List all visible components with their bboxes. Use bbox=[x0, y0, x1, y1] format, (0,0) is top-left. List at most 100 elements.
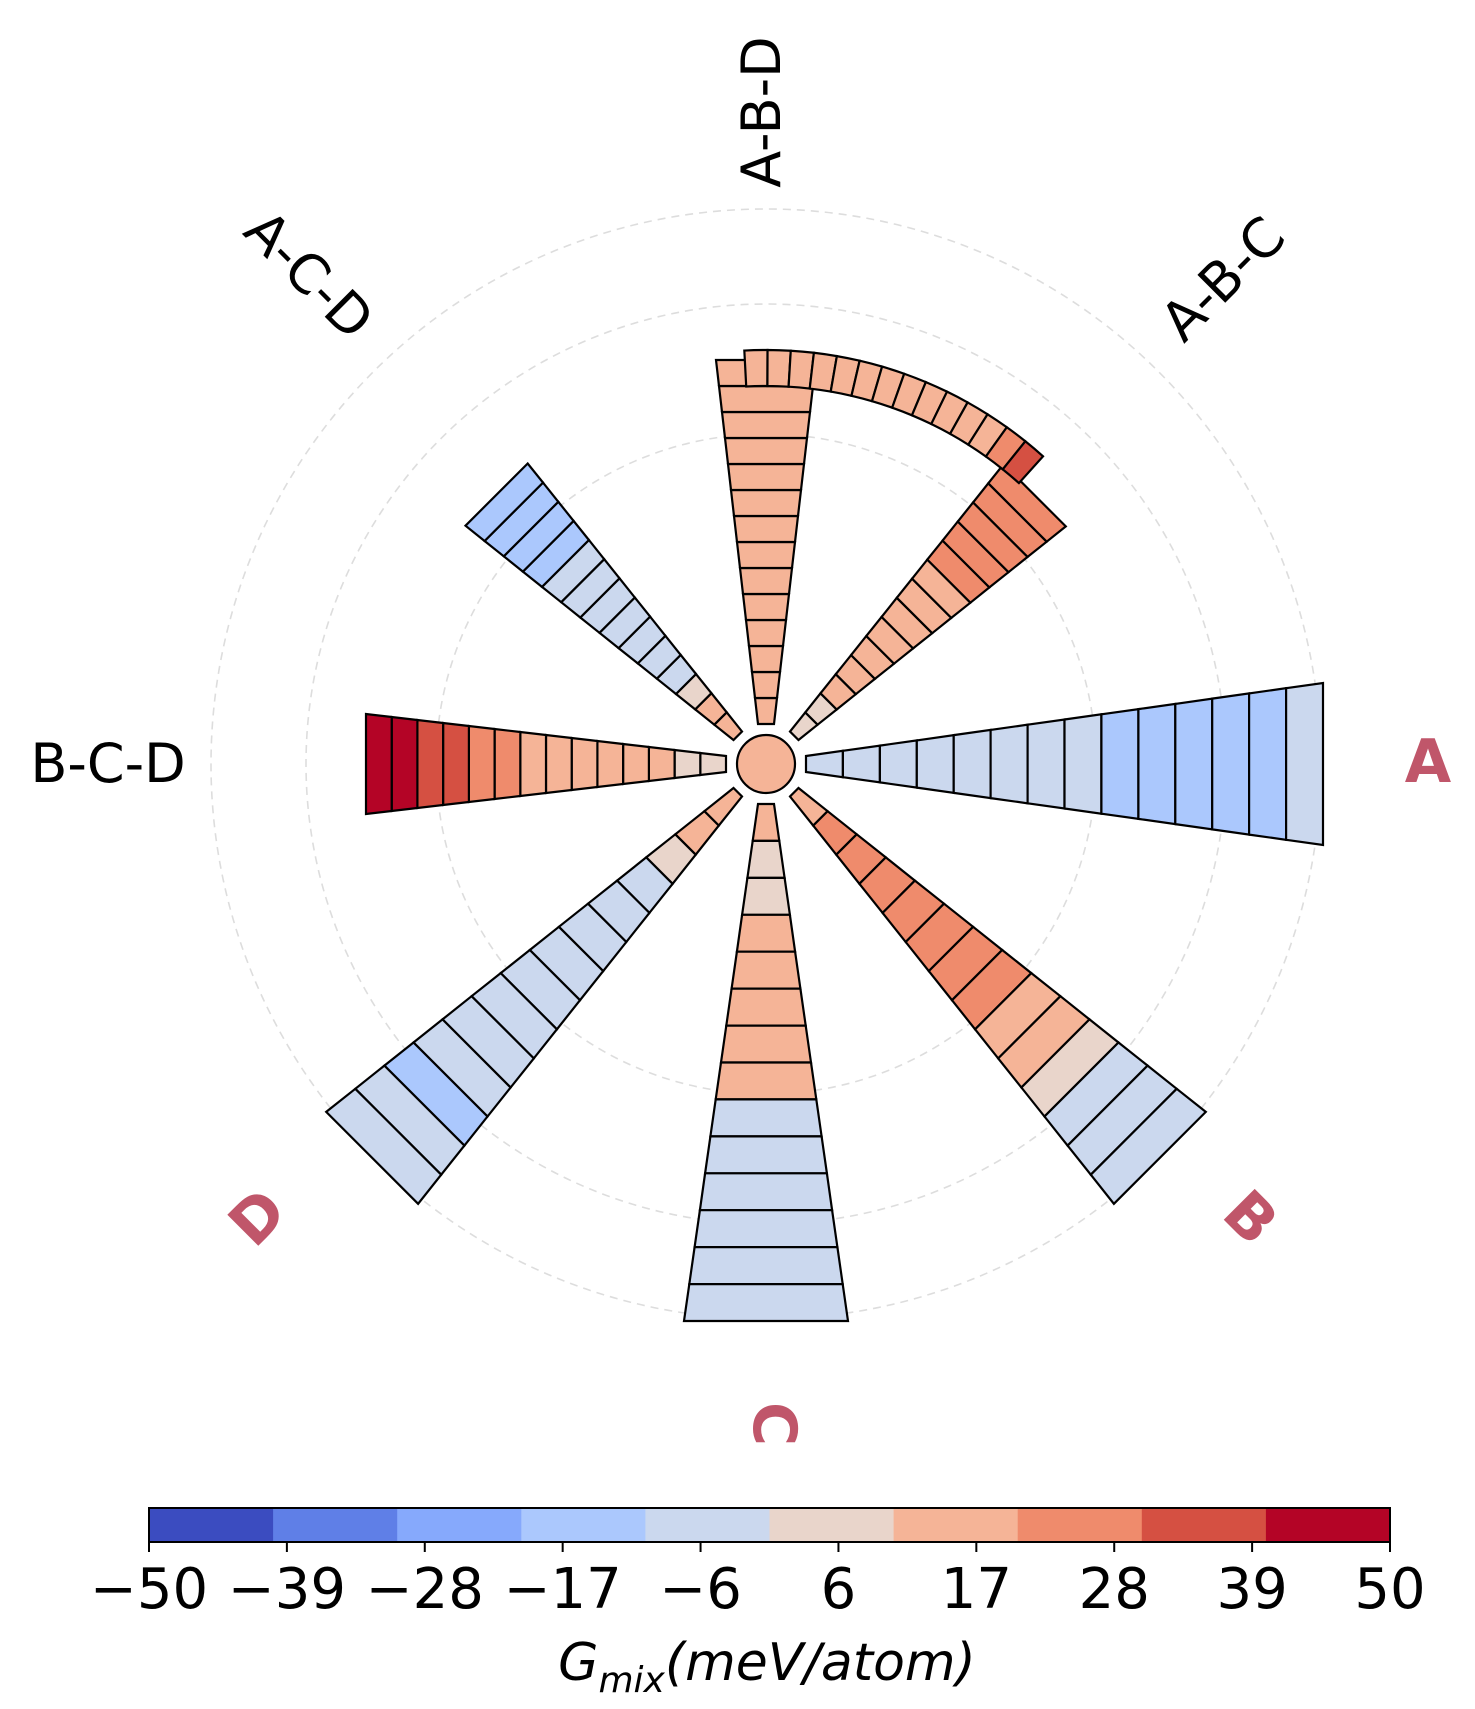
segment-b-c-d-2 bbox=[647, 745, 676, 783]
segment-a-b-d-1 bbox=[750, 670, 782, 700]
colorbar-tick-label-8: 39 bbox=[1216, 1557, 1287, 1622]
segment-a-b-d-5 bbox=[738, 566, 794, 596]
label-b: B bbox=[1209, 1177, 1291, 1259]
segment-a-c-d-13 bbox=[463, 461, 545, 543]
segment-a-9 bbox=[1137, 702, 1177, 826]
segment-b-c-d-5 bbox=[570, 736, 599, 792]
segment-c-3 bbox=[735, 913, 797, 953]
arm-b bbox=[788, 786, 1208, 1206]
colorbar-tick-label-0: −50 bbox=[90, 1557, 208, 1622]
label-c: C bbox=[739, 1402, 809, 1446]
colorbar-tick-label-4: −6 bbox=[659, 1557, 742, 1622]
colorbar-swatch-3 bbox=[521, 1508, 646, 1542]
colorbar-swatch-2 bbox=[397, 1508, 522, 1542]
segment-b-c-d-8 bbox=[493, 727, 522, 801]
label-acd: A-C-D bbox=[232, 198, 385, 351]
colorbar-label: Gmix(meV/atom) bbox=[558, 1633, 976, 1701]
colorbar-swatch-9 bbox=[1265, 1508, 1391, 1542]
colorbar-label-main: G bbox=[558, 1633, 598, 1693]
segment-a-8 bbox=[1100, 707, 1140, 821]
colorbar-swatch-7 bbox=[1017, 1508, 1143, 1542]
segment-a-1 bbox=[841, 744, 882, 784]
colorbar-tick-label-7: 28 bbox=[1079, 1557, 1150, 1622]
colorbar-tick-label-2: −28 bbox=[366, 1557, 484, 1622]
segment-c-8 bbox=[709, 1098, 823, 1138]
arm-a-b-c bbox=[788, 462, 1068, 742]
colorbar bbox=[148, 1507, 1391, 1543]
colorbar-tick-label-3: −17 bbox=[504, 1557, 622, 1622]
segment-c-0 bbox=[751, 802, 781, 843]
segment-a-b-d-7 bbox=[732, 514, 800, 544]
colorbar-swatch-4 bbox=[645, 1508, 770, 1542]
colorbar-tick-label-6: 17 bbox=[941, 1557, 1012, 1622]
label-abd: A-B-D bbox=[730, 36, 793, 187]
colorbar-swatch-8 bbox=[1141, 1508, 1267, 1542]
segment-b-c-d-11 bbox=[416, 718, 445, 810]
colorbar-label-unit: (meV/atom) bbox=[665, 1633, 976, 1693]
arm-a-b-d bbox=[714, 358, 818, 726]
label-bcd: B-C-D bbox=[30, 732, 185, 795]
label-abc: A-B-C bbox=[1148, 204, 1297, 353]
segment-b-13 bbox=[1089, 1087, 1208, 1206]
wedge-group bbox=[324, 358, 1325, 1323]
colorbar-tick-label-5: 6 bbox=[821, 1557, 857, 1622]
segment-b-c-d-9 bbox=[467, 724, 496, 804]
segment-c-13 bbox=[682, 1282, 850, 1323]
segment-b-c-d-7 bbox=[519, 730, 548, 798]
colorbar-label-sub: mix bbox=[598, 1660, 665, 1701]
segment-a-b-d-9 bbox=[726, 462, 806, 492]
arm-d bbox=[324, 786, 744, 1206]
segment-a-10 bbox=[1174, 697, 1214, 831]
segment-a-6 bbox=[1026, 718, 1066, 810]
segment-a-b-d-0 bbox=[753, 696, 779, 726]
segment-b-c-d-1 bbox=[673, 748, 702, 780]
segment-a-b-d-12 bbox=[717, 384, 815, 414]
segment-a-11 bbox=[1211, 692, 1251, 836]
segment-c-7 bbox=[714, 1061, 818, 1101]
segment-a-b-d-3 bbox=[744, 618, 788, 648]
colorbar-frame bbox=[148, 1507, 1391, 1543]
segment-c-10 bbox=[698, 1172, 834, 1212]
segment-a-b-d-11 bbox=[720, 410, 812, 440]
segment-a-0 bbox=[804, 749, 845, 779]
segment-a-3 bbox=[915, 733, 955, 795]
colorbar-swatch-5 bbox=[769, 1508, 895, 1542]
segment-c-1 bbox=[746, 839, 786, 880]
segment-c-4 bbox=[730, 950, 802, 990]
segment-a-4 bbox=[952, 728, 992, 800]
segment-b-c-d-4 bbox=[596, 739, 625, 789]
arm-c bbox=[682, 802, 850, 1323]
segment-b-c-d-0 bbox=[699, 751, 728, 777]
segment-d-13 bbox=[324, 1087, 443, 1206]
colorbar-tick-label-1: −39 bbox=[228, 1557, 346, 1622]
segment-b-c-d-6 bbox=[544, 733, 573, 795]
segment-a-5 bbox=[989, 723, 1029, 805]
segment-a-b-d-2 bbox=[747, 644, 785, 674]
segment-c-2 bbox=[740, 876, 792, 916]
segment-c-5 bbox=[725, 987, 807, 1027]
segment-b-c-d-13 bbox=[364, 712, 393, 816]
segment-b-c-d-10 bbox=[442, 721, 470, 807]
colorbar-swatch-6 bbox=[893, 1508, 1019, 1542]
segment-c-12 bbox=[688, 1245, 844, 1286]
center-point bbox=[735, 733, 797, 795]
segment-b-c-d-12 bbox=[390, 715, 419, 813]
arm-a-c-d bbox=[463, 461, 744, 742]
segment-a-b-d-10 bbox=[723, 436, 809, 466]
label-d: D bbox=[215, 1175, 300, 1260]
colorbar-swatch-1 bbox=[273, 1508, 398, 1542]
segment-a-b-d-4 bbox=[741, 592, 791, 622]
segment-c-9 bbox=[703, 1135, 829, 1175]
arm-a bbox=[804, 681, 1325, 847]
arc-segment-13 bbox=[1001, 439, 1045, 485]
segment-b-c-d-3 bbox=[621, 742, 651, 786]
segment-a-b-d-6 bbox=[735, 540, 797, 570]
segment-a-13 bbox=[1284, 681, 1325, 847]
arm-b-c-d bbox=[364, 712, 728, 816]
segment-a-7 bbox=[1063, 713, 1103, 815]
segment-a-2 bbox=[878, 739, 918, 789]
label-a: A bbox=[1405, 727, 1452, 797]
outer-arc-group bbox=[743, 348, 1045, 485]
